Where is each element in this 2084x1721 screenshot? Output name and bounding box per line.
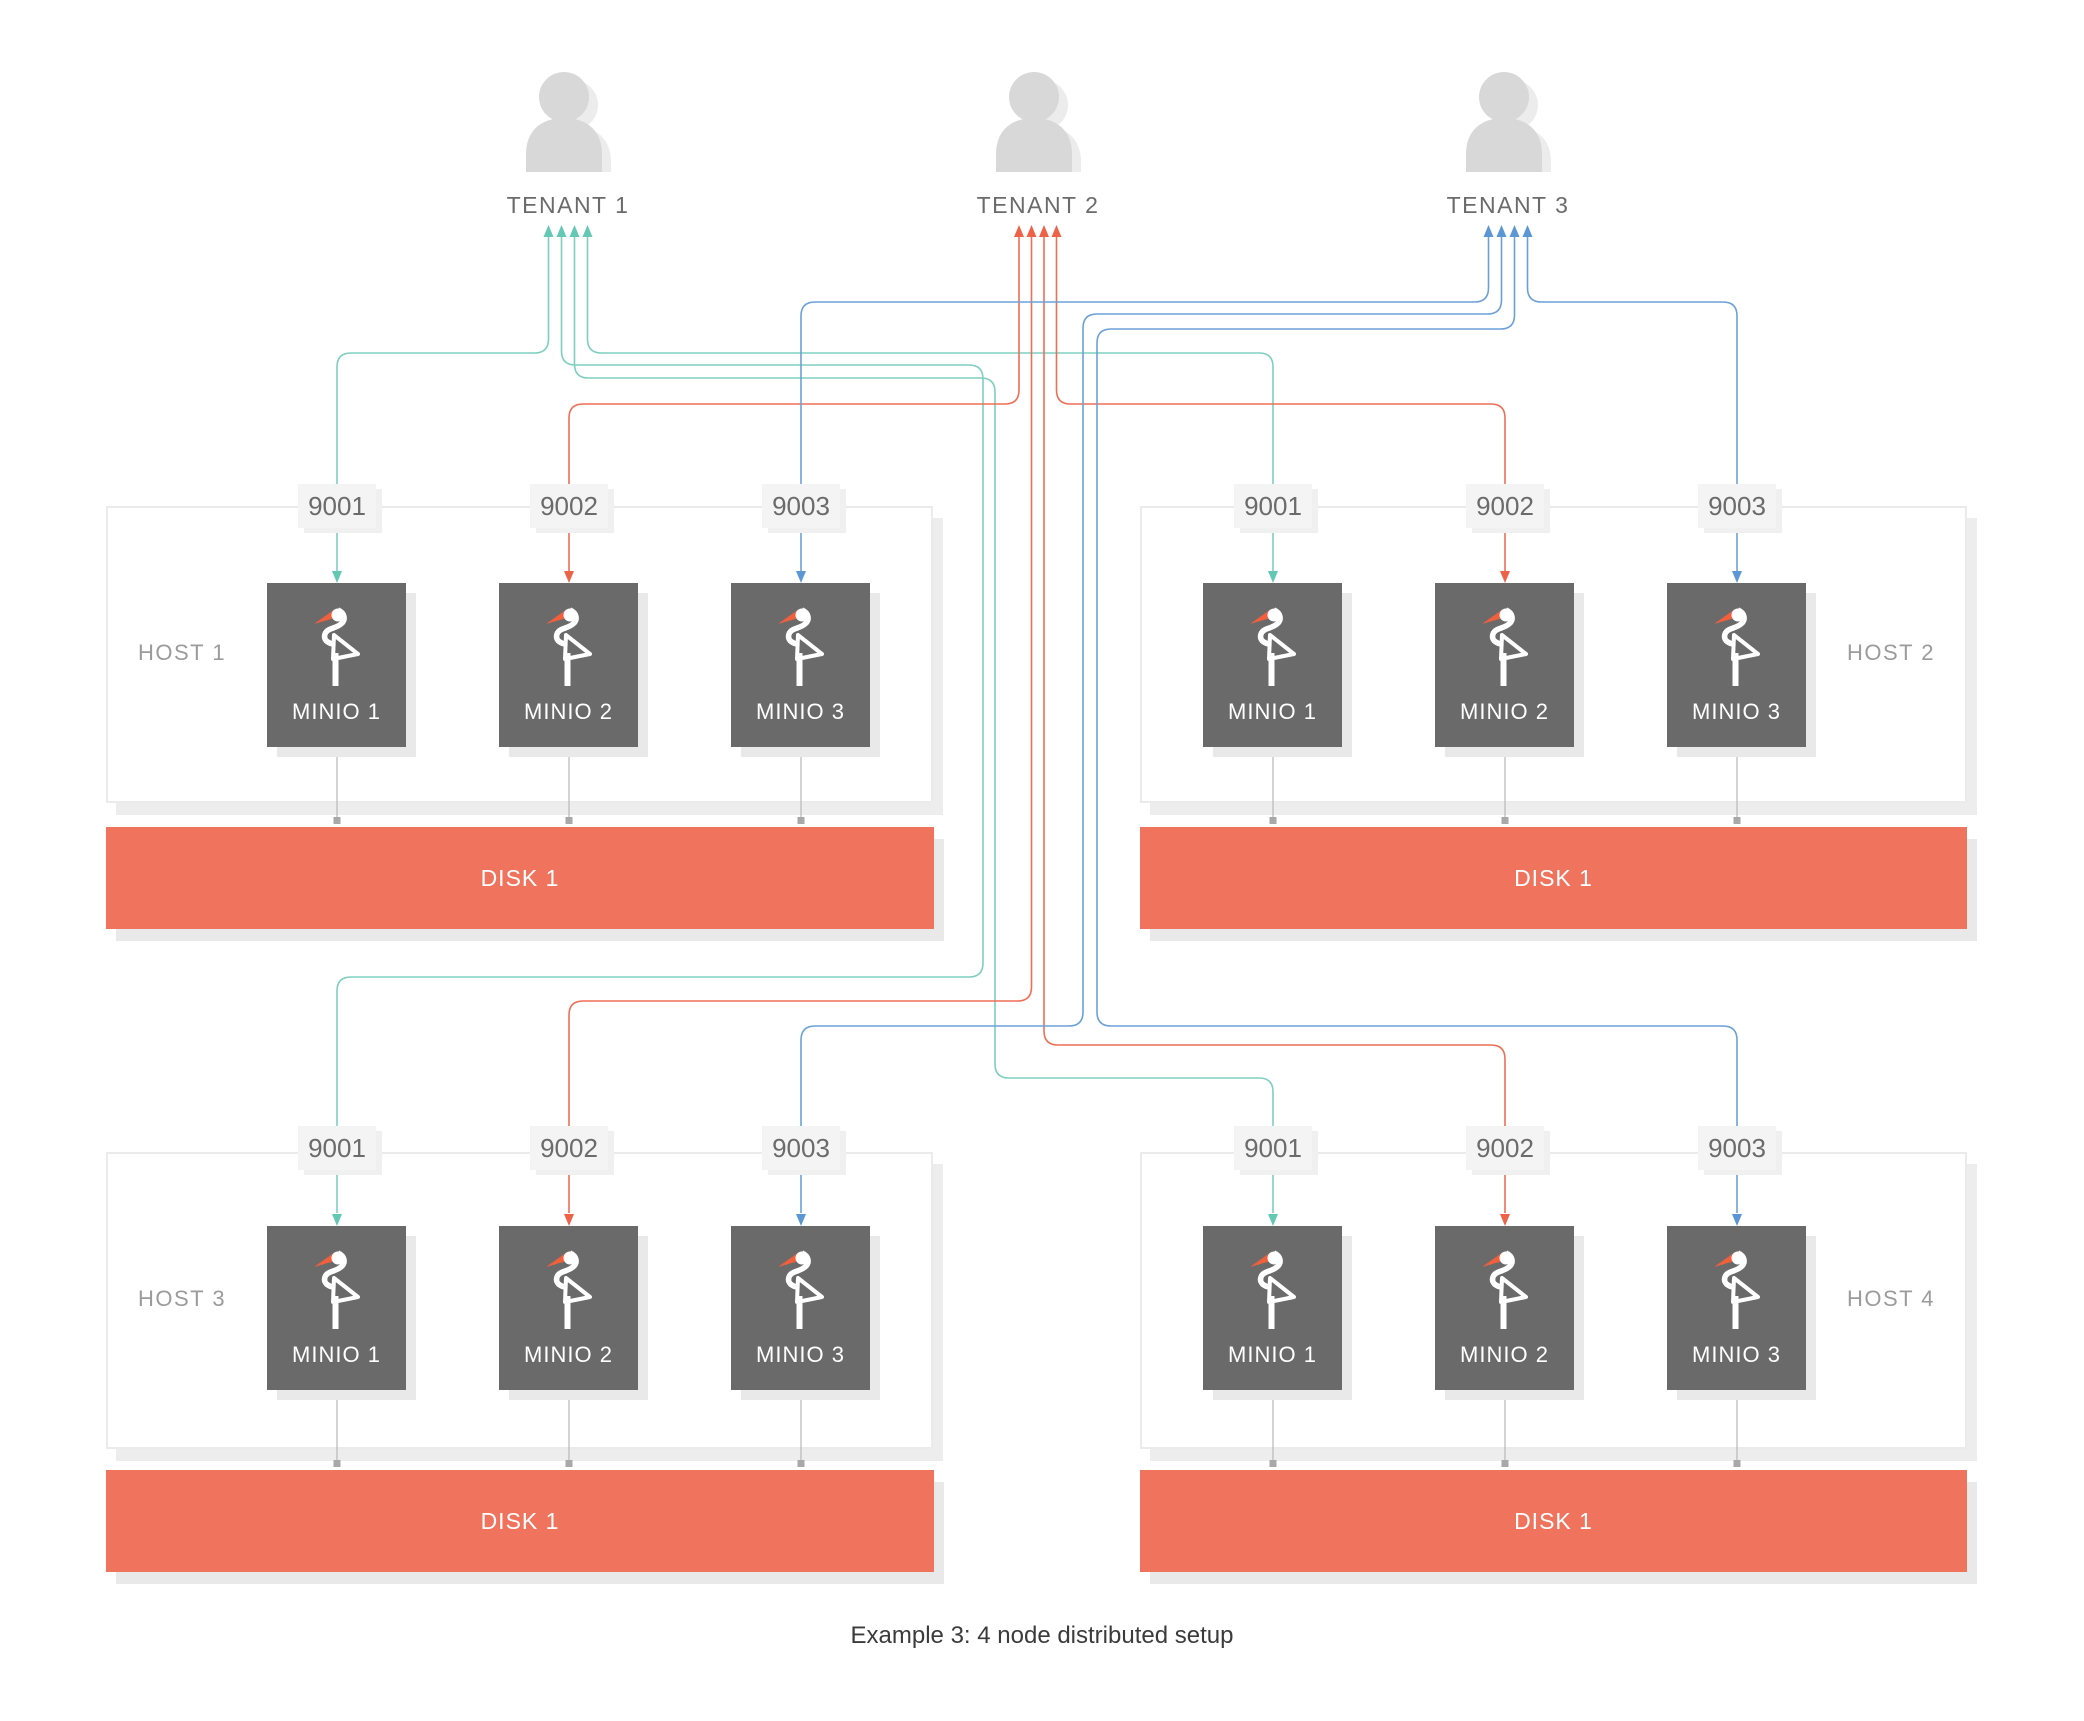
minio-node: MINIO 3 [731,583,870,747]
minio-stork-icon [1714,1250,1760,1330]
port-label: 9001 [1234,484,1312,528]
minio-stork-icon [314,607,360,687]
host-label: HOST 4 [1846,1286,1935,1311]
person-icon [508,58,628,172]
person-icon [1448,58,1568,172]
minio-label: MINIO 2 [1460,699,1549,724]
minio-stork-icon [1250,607,1296,687]
tenant-label: TENANT 2 [976,192,1100,218]
minio-node: MINIO 1 [267,583,406,747]
host-label: HOST 2 [1846,640,1935,665]
minio-label: MINIO 1 [292,699,381,724]
tenant-label: TENANT 3 [1446,192,1570,218]
minio-stork-icon [314,1250,360,1330]
person-icon [978,58,1098,172]
host-label: HOST 3 [138,1286,227,1311]
minio-label: MINIO 2 [1460,1342,1549,1367]
minio-label: MINIO 3 [1692,1342,1781,1367]
minio-label: MINIO 3 [756,1342,845,1367]
disk-label: DISK 1 [1514,864,1593,891]
port-label: 9003 [1698,1126,1776,1170]
minio-node: MINIO 2 [1435,583,1574,747]
minio-node: MINIO 2 [499,1226,638,1390]
minio-stork-icon [1714,607,1760,687]
port-label: 9001 [1234,1126,1312,1170]
minio-label: MINIO 2 [524,1342,613,1367]
minio-stork-icon [546,607,592,687]
port-label: 9003 [762,1126,840,1170]
disk-label: DISK 1 [1514,1507,1593,1534]
port-label: 9001 [298,1126,376,1170]
minio-label: MINIO 1 [1228,699,1317,724]
minio-label: MINIO 3 [1692,699,1781,724]
port-label: 9002 [1466,1126,1544,1170]
port-label: 9003 [1698,484,1776,528]
disk-label: DISK 1 [480,1507,560,1534]
minio-label: MINIO 1 [1228,1342,1317,1367]
minio-stork-icon [1250,1250,1296,1330]
minio-stork-icon [778,1250,824,1330]
port-label: 9003 [762,484,840,528]
disk-bar: DISK 1 [106,827,934,929]
diagram-caption: Example 3: 4 node distributed setup [850,1622,1234,1649]
host-label: HOST 1 [138,640,227,665]
minio-node: MINIO 2 [499,583,638,747]
minio-node: MINIO 2 [1435,1226,1574,1390]
minio-label: MINIO 2 [524,699,613,724]
port-label: 9001 [298,484,376,528]
minio-node: MINIO 1 [1203,1226,1342,1390]
disk-bar: DISK 1 [1140,1470,1967,1572]
minio-node: MINIO 3 [731,1226,870,1390]
minio-label: MINIO 1 [292,1342,381,1367]
disk-bar: DISK 1 [1140,827,1967,929]
minio-label: MINIO 3 [756,699,845,724]
port-label: 9002 [1466,484,1544,528]
minio-stork-icon [546,1250,592,1330]
minio-stork-icon [778,607,824,687]
port-label: 9002 [530,1126,608,1170]
minio-node: MINIO 1 [267,1226,406,1390]
minio-stork-icon [1482,1250,1528,1330]
disk-bar: DISK 1 [106,1470,934,1572]
minio-node: MINIO 3 [1667,1226,1806,1390]
port-label: 9002 [530,484,608,528]
minio-node: MINIO 1 [1203,583,1342,747]
minio-stork-icon [1482,607,1528,687]
disk-label: DISK 1 [480,864,560,891]
minio-node: MINIO 3 [1667,583,1806,747]
tenant-label: TENANT 1 [506,192,630,218]
